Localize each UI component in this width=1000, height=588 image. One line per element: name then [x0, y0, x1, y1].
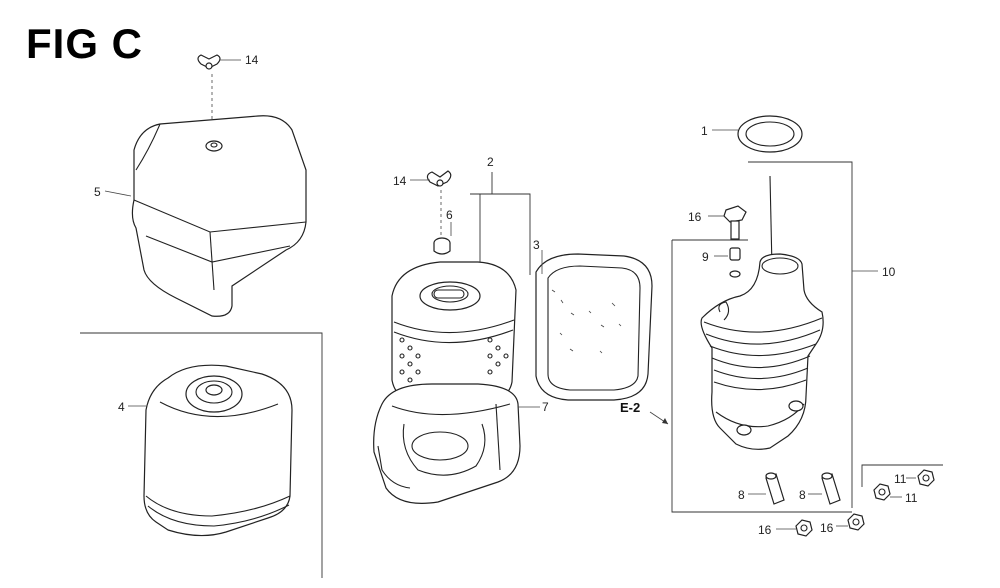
figure-title: FIG C	[26, 20, 143, 67]
callout-8-left: 8	[738, 488, 745, 502]
callout-16-left: 16	[758, 523, 772, 537]
wing-nut-14-top	[197, 54, 241, 128]
outer-cover-4	[128, 364, 293, 537]
stud-8-right	[808, 472, 841, 505]
nut-16-left	[776, 519, 813, 537]
callout-5: 5	[94, 185, 101, 199]
callout-9: 9	[702, 250, 709, 264]
callout-6: 6	[446, 208, 453, 222]
nut-16-right	[836, 513, 865, 531]
callout-labels: 14 5 4 14 6 2 3 7 E-2 1 16 9 10 8 8 16 1…	[94, 53, 918, 537]
callout-8-right: 8	[799, 488, 806, 502]
callout-1: 1	[701, 124, 708, 138]
collar-9	[714, 247, 741, 278]
bolt-16-upper	[708, 205, 747, 240]
frame-lines	[80, 332, 943, 578]
callout-11-lower: 11	[905, 491, 918, 505]
wing-nut-14-mid	[410, 170, 452, 236]
callout-2: 2	[487, 155, 494, 169]
callout-4: 4	[118, 400, 125, 414]
callout-10: 10	[882, 265, 896, 279]
grommet-6	[433, 222, 452, 255]
callout-14-top: 14	[245, 53, 259, 67]
callout-16-upper: 16	[688, 210, 702, 224]
foam-prefilter-3	[535, 250, 653, 401]
callout-11-upper: 11	[894, 472, 907, 486]
callout-3: 3	[533, 238, 540, 252]
filter-perforations	[399, 337, 509, 383]
assembly-10-bracket	[671, 161, 878, 513]
air-cleaner-cover-5	[104, 115, 307, 317]
callout-e2: E-2	[620, 400, 640, 415]
stud-8-left	[748, 472, 785, 505]
callout-14-mid: 14	[393, 174, 407, 188]
air-cleaner-case-7	[373, 383, 540, 504]
e2-pointer	[649, 411, 669, 425]
housing-10	[700, 175, 824, 450]
callout-7: 7	[542, 400, 549, 414]
assembly-2-bracket	[470, 172, 531, 275]
nut-11-lower	[873, 483, 902, 501]
callout-16-right: 16	[820, 521, 834, 535]
gasket-1	[712, 115, 803, 153]
nut-11-upper	[906, 469, 935, 487]
